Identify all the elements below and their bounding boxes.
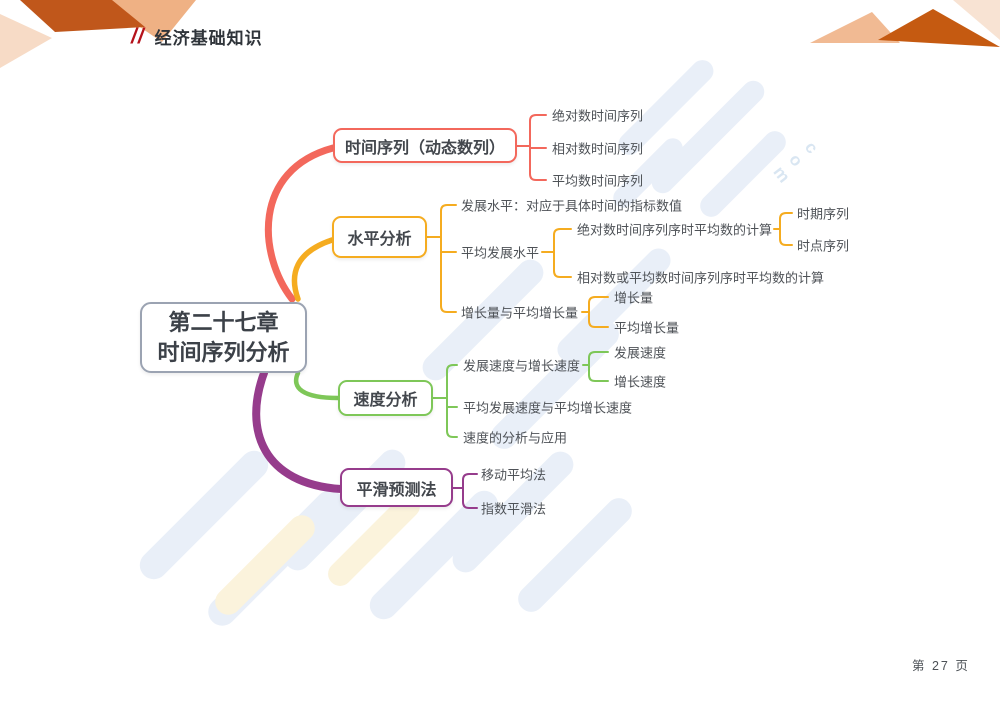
leaf-development-speed[interactable]: 发展速度 [614, 345, 667, 361]
topic-smoothing-method[interactable]: 平滑预测法 [340, 468, 453, 507]
leaf-development-level[interactable]: 发展水平：对应于具体时间的指标数值 [461, 198, 683, 214]
bracket-purple-children [452, 473, 478, 509]
leaf-absolute-series[interactable]: 绝对数时间序列 [552, 108, 644, 124]
branch-curve-red [264, 144, 337, 303]
bracket-average-level [541, 228, 572, 278]
root-title-line2: 时间序列分析 [157, 339, 290, 365]
leaf-dev-growth-speed[interactable]: 发展速度与增长速度 [463, 358, 581, 374]
topic-speed-analysis[interactable]: 速度分析 [338, 380, 433, 416]
leaf-average-series[interactable]: 平均数时间序列 [552, 173, 644, 189]
leaf-period-series[interactable]: 时期序列 [797, 206, 850, 222]
topic-level-analysis[interactable]: 水平分析 [332, 216, 427, 258]
bracket-yellow-children [426, 204, 457, 313]
page-title: 经济基础知识 [154, 29, 263, 48]
leaf-speed-application[interactable]: 速度的分析与应用 [463, 430, 568, 446]
leaf-average-speeds[interactable]: 平均发展速度与平均增长速度 [463, 400, 633, 416]
bracket-red-children [516, 114, 547, 181]
leaf-moving-average[interactable]: 移动平均法 [481, 467, 547, 483]
bracket-speed-types [582, 351, 609, 382]
branch-curve-yellow [291, 237, 335, 302]
leaf-average-dev-level[interactable]: 平均发展水平 [461, 245, 540, 261]
bracket-green-children [432, 364, 458, 438]
leaf-growth-amounts[interactable]: 增长量与平均增长量 [461, 305, 579, 321]
leaf-growth-amount[interactable]: 增长量 [614, 290, 654, 306]
leaf-avg-growth-amount[interactable]: 平均增长量 [614, 320, 680, 336]
branch-curve-green [293, 370, 341, 401]
leaf-point-series[interactable]: 时点序列 [797, 238, 850, 254]
topic-time-series[interactable]: 时间序列（动态数列） [333, 128, 517, 163]
bracket-series-types [773, 212, 793, 246]
leaf-relative-calc[interactable]: 相对数或平均数时间序列序时平均数的计算 [577, 270, 825, 286]
header-slashes-icon: // [131, 24, 145, 48]
page-header: // 经济基础知识 [131, 24, 263, 49]
leaf-exp-smoothing[interactable]: 指数平滑法 [481, 501, 547, 517]
leaf-growth-speed[interactable]: 增长速度 [614, 374, 667, 390]
bracket-growth-amount [581, 296, 609, 328]
root-node[interactable]: 第二十七章 时间序列分析 [140, 302, 307, 373]
leaf-relative-series[interactable]: 相对数时间序列 [552, 141, 644, 157]
page-number: 第 27 页 [912, 659, 970, 673]
root-title-line1: 第二十七章 [168, 310, 279, 336]
leaf-absolute-calc[interactable]: 绝对数时间序列序时平均数的计算 [577, 222, 773, 238]
